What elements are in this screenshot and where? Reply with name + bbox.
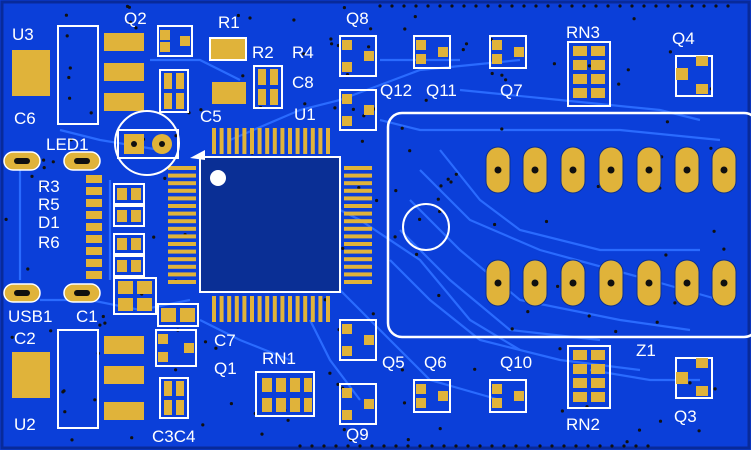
label-u2: U2 [14,415,36,434]
smd-footprints [113,25,527,425]
label-q7: Q7 [500,81,523,100]
label-c1: C1 [76,307,98,326]
label-q2: Q2 [124,9,147,28]
label-q3: Q3 [674,407,697,426]
silkscreen-labels: U3 C6 Q2 R1 R2 R4 C8 Q8 Q12 Q11 Q7 RN3 Q… [8,9,697,446]
usb-pins [86,175,102,279]
label-q6: Q6 [424,353,447,372]
label-r5: R5 [38,195,60,214]
ic-u1 [190,150,341,293]
label-c6: C6 [14,109,36,128]
label-d1: D1 [38,213,60,232]
label-r4: R4 [292,43,314,62]
label-q11: Q11 [426,81,457,100]
label-c8: C8 [292,73,314,92]
connector-pad-holes-top [494,166,728,174]
label-q8: Q8 [346,9,369,28]
led1-footprint [114,110,180,176]
label-r3: R3 [38,177,60,196]
ic-u3 [12,25,144,125]
label-rn3: RN3 [566,23,600,42]
q4-footprint [675,55,713,97]
label-led1: LED1 [46,135,89,154]
label-c7: C7 [214,331,236,350]
label-r1: R1 [218,13,240,32]
r1-footprint [209,37,247,104]
rn1-network [255,371,315,417]
label-c3c4: C3C4 [152,427,195,446]
label-q9: Q9 [346,425,369,444]
usb-pad-holes [14,158,90,296]
label-q1: Q1 [214,359,237,378]
label-c2: C2 [14,329,36,348]
label-r2: R2 [252,43,274,62]
ic-u2 [12,329,144,429]
connector-outline [386,111,751,339]
label-q5: Q5 [382,353,405,372]
connector-pad-holes-bottom [494,279,728,287]
ic-u1-pins [168,128,372,322]
label-c5: C5 [200,107,222,126]
label-z1: Z1 [636,341,656,360]
label-q12: Q12 [380,81,412,100]
rn2-network [567,345,611,409]
label-q10: Q10 [500,353,532,372]
label-rn1: RN1 [262,349,296,368]
label-usb1: USB1 [8,307,52,326]
label-u3: U3 [12,25,34,44]
label-u1: U1 [294,105,316,124]
q3-footprint [675,357,713,399]
label-r6: R6 [38,233,60,252]
label-rn2: RN2 [566,415,600,434]
label-q4: Q4 [672,29,695,48]
mounting-hole [402,203,450,251]
rn3-network [567,41,611,107]
